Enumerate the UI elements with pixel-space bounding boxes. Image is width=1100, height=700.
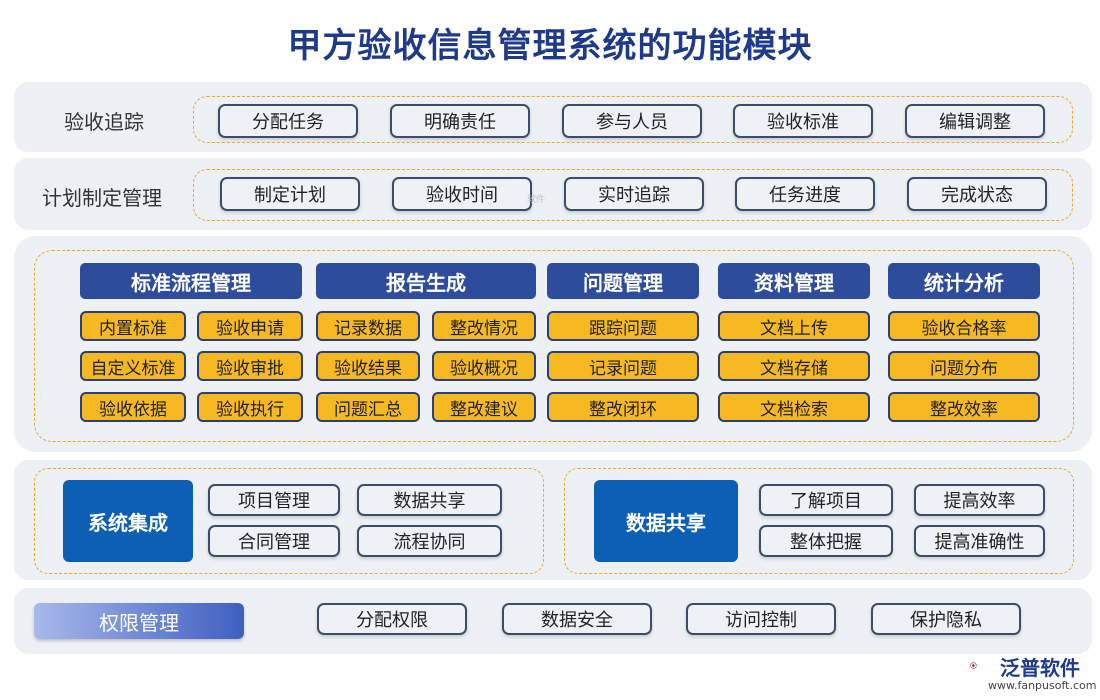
tracking-item[interactable]: 明确责任	[390, 104, 530, 138]
planning-item[interactable]: 制定计划	[220, 177, 360, 211]
module-header-standard-process[interactable]: 标准流程管理	[80, 263, 302, 299]
module-item[interactable]: 整改情况	[432, 311, 536, 341]
module-item[interactable]: 文档上传	[718, 311, 870, 341]
integration-panel	[14, 460, 1092, 580]
module-item[interactable]: 验收依据	[80, 392, 186, 422]
module-item[interactable]: 自定义标准	[80, 351, 186, 381]
planning-label: 计划制定管理	[42, 186, 162, 210]
tracking-item[interactable]: 分配任务	[218, 104, 358, 138]
tracking-item[interactable]: 参与人员	[562, 104, 702, 138]
integration-item[interactable]: 合同管理	[208, 525, 340, 557]
brand-name: 泛普软件	[1000, 656, 1080, 680]
module-header-documents[interactable]: 资料管理	[718, 263, 870, 299]
planning-item[interactable]: 验收时间	[392, 177, 532, 211]
sharing-item[interactable]: 提高准确性	[914, 525, 1045, 557]
module-item[interactable]: 验收结果	[316, 351, 420, 381]
module-item[interactable]: 验收执行	[197, 392, 303, 422]
planning-item[interactable]: 实时追踪	[564, 177, 704, 211]
module-item[interactable]: 验收申请	[197, 311, 303, 341]
module-item[interactable]: 验收合格率	[888, 311, 1040, 341]
module-header-issues[interactable]: 问题管理	[547, 263, 699, 299]
brand-url: www.fanpusoft.com	[988, 679, 1097, 692]
sharing-group	[564, 468, 1074, 574]
permission-item[interactable]: 保护隐私	[871, 603, 1021, 635]
sharing-item[interactable]: 了解项目	[759, 484, 893, 516]
brand-logo-icon	[970, 662, 977, 669]
tracking-label: 验收追踪	[64, 110, 144, 134]
module-item[interactable]: 整改建议	[432, 392, 536, 422]
planning-group	[193, 169, 1073, 221]
page-title: 甲方验收信息管理系统的功能模块	[287, 26, 813, 66]
module-item[interactable]: 记录问题	[547, 351, 699, 381]
integration-item[interactable]: 数据共享	[357, 484, 502, 516]
permission-item[interactable]: 访问控制	[686, 603, 836, 635]
module-item[interactable]: 整改效率	[888, 392, 1040, 422]
modules-group	[34, 250, 1074, 442]
module-item[interactable]: 问题分布	[888, 351, 1040, 381]
integration-item[interactable]: 项目管理	[208, 484, 340, 516]
module-item[interactable]: 内置标准	[80, 311, 186, 341]
sharing-item[interactable]: 提高效率	[914, 484, 1045, 516]
module-item[interactable]: 验收概况	[432, 351, 536, 381]
module-item[interactable]: 验收审批	[197, 351, 303, 381]
permission-label[interactable]: 权限管理	[34, 603, 244, 639]
module-item[interactable]: 问题汇总	[316, 392, 420, 422]
permission-item[interactable]: 数据安全	[502, 603, 652, 635]
watermark: 软件	[527, 195, 546, 205]
module-item[interactable]: 记录数据	[316, 311, 420, 341]
integration-label[interactable]: 系统集成	[63, 480, 193, 562]
tracking-item[interactable]: 编辑调整	[905, 104, 1045, 138]
integration-group	[34, 468, 544, 574]
planning-item[interactable]: 任务进度	[735, 177, 875, 211]
module-header-statistics[interactable]: 统计分析	[888, 263, 1040, 299]
sharing-label[interactable]: 数据共享	[594, 480, 738, 562]
module-header-report[interactable]: 报告生成	[316, 263, 536, 299]
integration-item[interactable]: 流程协同	[357, 525, 502, 557]
module-item[interactable]: 文档检索	[718, 392, 870, 422]
module-item[interactable]: 整改闭环	[547, 392, 699, 422]
module-item[interactable]: 文档存储	[718, 351, 870, 381]
tracking-group	[193, 96, 1073, 143]
permission-item[interactable]: 分配权限	[317, 603, 467, 635]
module-item[interactable]: 跟踪问题	[547, 311, 699, 341]
planning-item[interactable]: 完成状态	[907, 177, 1047, 211]
tracking-item[interactable]: 验收标准	[733, 104, 873, 138]
sharing-item[interactable]: 整体把握	[759, 525, 893, 557]
